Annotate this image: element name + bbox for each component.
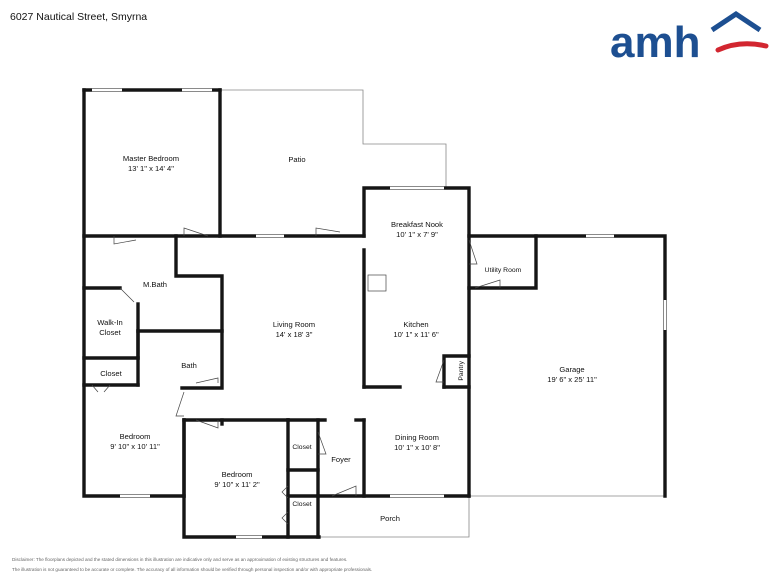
utility-room-name: Utility Room [484,267,522,274]
property-address: 6027 Nautical Street, Smyrna [10,11,148,23]
closet-bedroom-name: Closet [292,501,312,508]
wall-utility [467,234,538,290]
m-bath-name: M.Bath [142,280,168,289]
walk-in-closet-name: Walk-In Closet [97,318,123,338]
label-pantry: Pantry [457,361,466,381]
wall-mbath [174,234,224,390]
label-closet-bedroom: Closet [292,500,311,509]
bedroom-center-name: Bedroom [221,470,253,479]
wall-west [82,88,186,498]
windows [92,88,667,539]
garage-name: Garage [559,365,585,374]
wall-garage [534,234,667,498]
walls [82,88,667,539]
disclaimer-line-2: The illustration is not guaranteed to be… [12,567,373,572]
door-front [331,485,357,497]
master-bedroom-dim: 13' 1" x 14' 4" [128,164,174,174]
label-breakfast-nook: Breakfast Nook 10' 1" x 7' 9" [391,220,443,241]
door-closet-bedroom [281,485,289,525]
wall-pantry [442,354,471,389]
logo-roof-icon [710,10,762,33]
kitchen-name: Kitchen [403,320,429,329]
label-garage: Garage 19' 6" x 25' 11" [547,365,597,386]
door-closet-foyer [317,431,327,455]
label-foyer: Foyer [331,455,350,465]
garage-dim: 19' 6" x 25' 11" [547,375,597,385]
label-utility-room: Utility Room [485,266,522,275]
closet-foyer-name: Closet [292,444,312,451]
door-patio-master [183,227,209,237]
porch-name: Porch [380,514,400,523]
breakfast-nook-name: Breakfast Nook [391,220,443,229]
amh-logo: amh [610,10,769,66]
foyer-name: Foyer [331,455,351,464]
label-dining-room: Dining Room 10' 1" x 10' 8" [394,433,440,454]
logo-swoosh-icon [715,41,769,53]
dining-room-name: Dining Room [395,433,439,442]
label-living-room: Living Room 14' x 18' 3" [273,320,315,341]
closet-left-name: Closet [100,369,122,378]
label-closet-left: Closet [100,369,122,379]
door-utility [468,239,478,265]
bedroom-left-dim: 9' 10" x 10' 11" [110,442,160,452]
door-bedroom-center [195,419,219,429]
pantry-name: Pantry [458,361,465,381]
kitchen-dim: 10' 1" x 11' 6" [393,330,439,340]
fridge-icon [367,274,387,292]
label-patio: Patio [288,155,305,165]
logo-text: amh [610,18,700,66]
bedroom-left-name: Bedroom [119,432,151,441]
label-walk-in-closet: Walk-In Closet [91,318,129,339]
label-closet-foyer: Closet [292,443,311,452]
living-room-name: Living Room [272,320,316,329]
door-walkin [119,287,135,303]
label-bedroom-left: Bedroom 9' 10" x 10' 11" [110,432,160,453]
label-master-bedroom: Master Bedroom 13' 1" x 14' 4" [123,154,179,175]
patio-name: Patio [288,155,306,164]
bedroom-center-dim: 9' 10" x 11' 2" [214,480,260,490]
living-room-dim: 14' x 18' 3" [275,330,313,340]
breakfast-nook-dim: 10' 1" x 7' 9" [396,230,438,240]
patio-outline [220,89,447,188]
label-bedroom-center: Bedroom 9' 10" x 11' 2" [214,470,259,491]
door-bedroom-left [175,391,185,417]
door-patio [315,227,341,236]
label-kitchen: Kitchen 10' 1" x 11' 6" [393,320,438,341]
label-porch: Porch [380,514,400,524]
doors [91,227,501,525]
label-m-bath: M.Bath [143,280,167,290]
disclaimer-line-1: Disclaimer: The floorplans depicted and … [12,557,348,562]
door-bath [195,377,219,384]
master-bedroom-name: Master Bedroom [122,154,180,163]
dining-room-dim: 10' 1" x 10' 8" [394,443,440,453]
label-bath: Bath [181,361,197,371]
door-closet-left [91,384,111,393]
bath-name: Bath [181,361,197,370]
door-master [113,236,137,245]
door-pantry [435,359,445,383]
door-utility-2 [474,279,501,289]
